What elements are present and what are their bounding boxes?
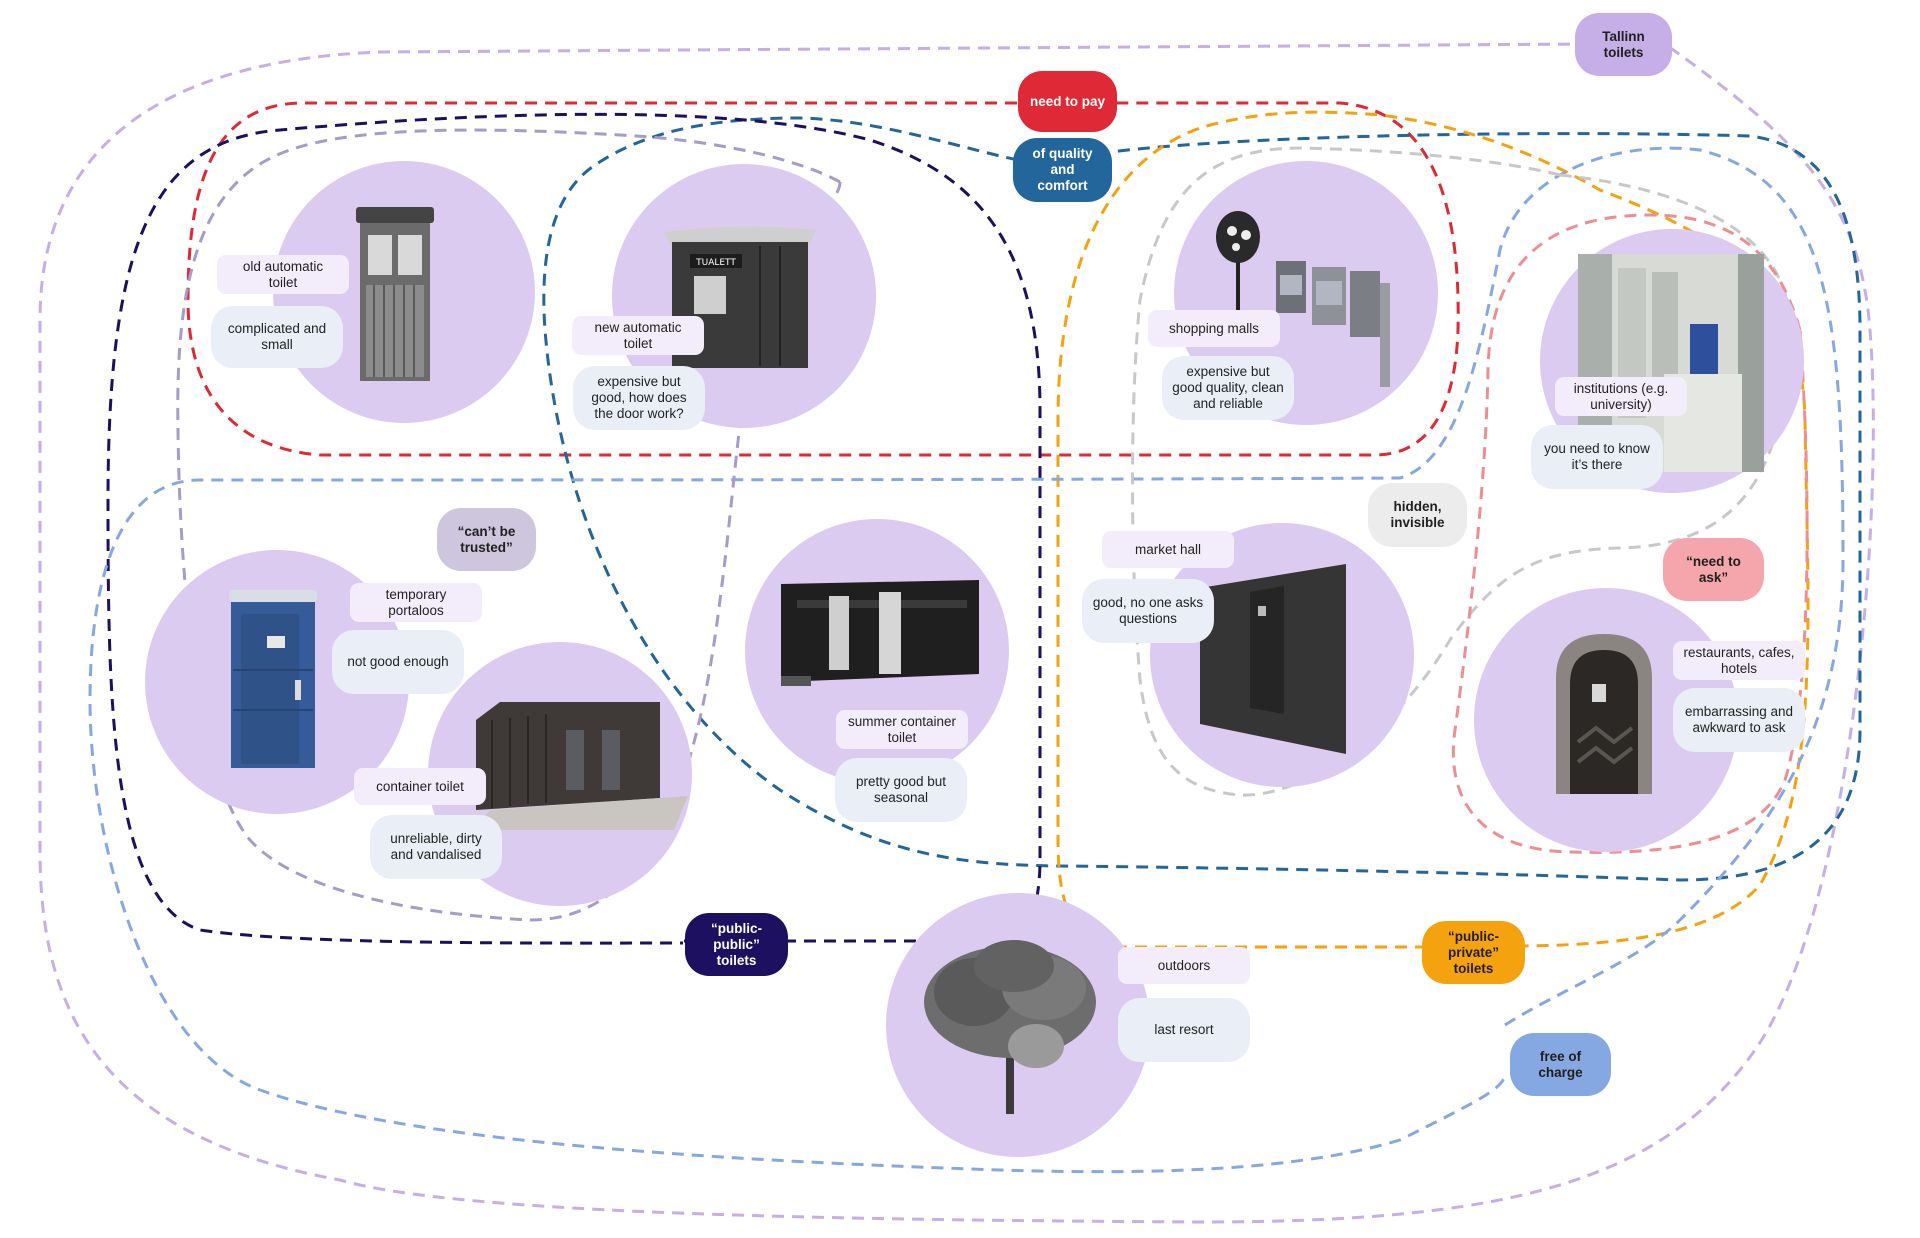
category-public-public: “public-public” toilets <box>685 913 788 976</box>
category-free-of-charge: free of charge <box>1510 1033 1611 1096</box>
category-hidden-invisible: hidden, invisible <box>1368 483 1467 547</box>
label-outdoors: outdoors <box>1118 947 1250 984</box>
label-temporary-portaloos: temporary portaloos <box>350 583 482 622</box>
opinion-restaurants: embarrassing and awkward to ask <box>1673 688 1805 752</box>
category-public-private: “public-private” toilets <box>1422 921 1525 984</box>
opinion-container-toilet: unreliable, dirty and vandalised <box>370 815 502 879</box>
tualett-sign: TUALETT <box>695 258 736 268</box>
label-old-automatic-toilet: old automatic toilet <box>217 255 349 294</box>
opinion-new-automatic-toilet: expensive but good, how does the door wo… <box>573 366 705 430</box>
mall-turnstile-photo <box>1216 211 1390 387</box>
label-container-toilet: container toilet <box>354 768 486 805</box>
category-tallinn-toilets: Tallinn toilets <box>1575 13 1672 76</box>
label-restaurants: restaurants, cafes, hotels <box>1673 641 1805 680</box>
opinion-summer-container-toilet: pretty good but seasonal <box>835 758 967 822</box>
label-institutions: institutions (e.g. university) <box>1555 377 1687 416</box>
opinion-institutions: you need to know it’s there <box>1531 425 1663 489</box>
category-need-to-pay: need to pay <box>1018 71 1117 132</box>
category-need-to-ask: “need to ask” <box>1663 538 1764 601</box>
tree-photo <box>924 940 1096 1114</box>
restaurant-door-photo <box>1556 634 1652 794</box>
old-automatic-toilet-photo <box>356 207 434 381</box>
label-market-hall: market hall <box>1102 531 1234 568</box>
opinion-old-automatic-toilet: complicated and small <box>211 306 343 368</box>
label-new-automatic-toilet: new automatic toilet <box>572 316 704 355</box>
label-shopping-malls: shopping malls <box>1148 310 1280 347</box>
opinion-outdoors: last resort <box>1118 998 1250 1062</box>
portaloo-photo <box>229 590 317 768</box>
label-summer-container-toilet: summer container toilet <box>836 710 968 749</box>
opinion-temporary-portaloos: not good enough <box>332 630 464 694</box>
opinion-market-hall: good, no one asks questions <box>1082 579 1214 643</box>
category-cant-be-trusted: “can’t be trusted” <box>437 508 536 571</box>
market-hall-photo <box>1200 564 1346 754</box>
container-toilet-photo <box>474 702 688 830</box>
category-quality-comfort: of quality and comfort <box>1013 138 1112 202</box>
summer-container-photo <box>781 580 979 686</box>
opinion-shopping-malls: expensive but good quality, clean and re… <box>1162 356 1294 420</box>
